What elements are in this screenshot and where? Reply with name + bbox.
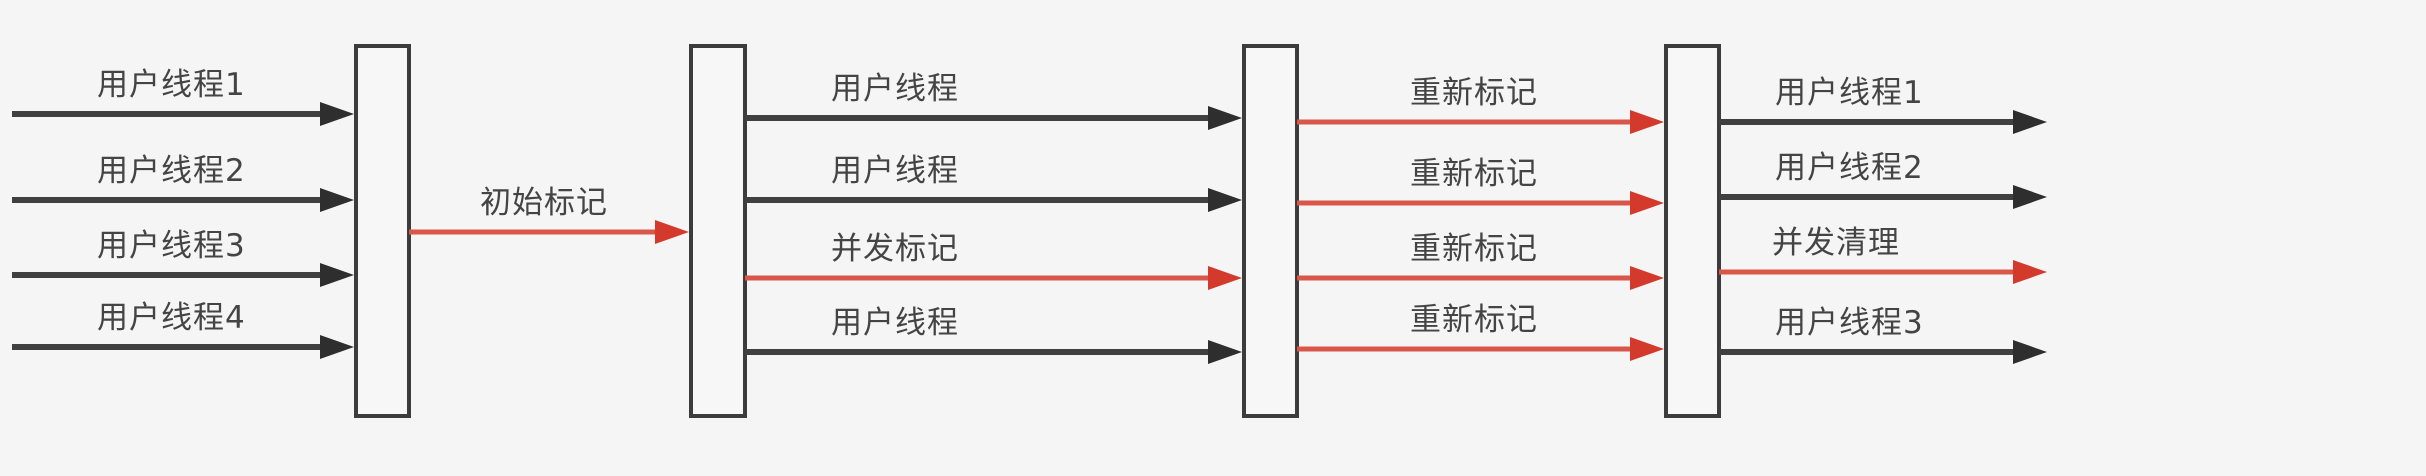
arrowhead-icon (1630, 191, 1664, 215)
user-thread-label: 用户线程 (831, 153, 959, 189)
gc-phase-label: 重新标记 (1410, 156, 1538, 192)
user-thread-label: 用户线程1 (1775, 75, 1924, 111)
arrowhead-icon (1630, 337, 1664, 361)
stage-concurrent-sweep (1719, 110, 2047, 364)
arrowhead-icon (1630, 110, 1664, 134)
user-thread-label: 用户线程2 (97, 153, 246, 189)
arrowhead-icon (2013, 185, 2047, 209)
user-thread-label: 用户线程 (831, 71, 959, 107)
stage-user-threads-in (12, 102, 354, 359)
user-thread-label: 用户线程3 (97, 228, 246, 264)
arrowhead-icon (1208, 340, 1242, 364)
arrowhead-icon (320, 102, 354, 126)
arrowhead-icon (1208, 188, 1242, 212)
stage-concurrent-mark (745, 106, 1242, 364)
barrier-4 (1664, 44, 1721, 418)
arrowhead-icon (320, 335, 354, 359)
user-thread-label: 用户线程2 (1775, 150, 1924, 186)
barrier-1 (354, 44, 411, 418)
gc-phase-label: 初始标记 (480, 185, 608, 221)
user-thread-label: 用户线程 (831, 305, 959, 341)
stage-initial-mark (409, 220, 689, 244)
arrowhead-icon (2013, 260, 2047, 284)
user-thread-label: 用户线程3 (1775, 305, 1924, 341)
user-thread-label: 用户线程4 (97, 300, 246, 336)
stage-remark (1297, 110, 1664, 361)
gc-phase-label: 并发标记 (831, 231, 959, 267)
arrowhead-icon (2013, 110, 2047, 134)
barrier-3 (1242, 44, 1299, 418)
arrowhead-icon (1630, 266, 1664, 290)
gc-phase-label: 并发清理 (1772, 225, 1900, 261)
gc-phase-label: 重新标记 (1410, 75, 1538, 111)
arrowhead-icon (2013, 340, 2047, 364)
arrowhead-icon (1208, 106, 1242, 130)
arrowhead-icon (320, 263, 354, 287)
user-thread-label: 用户线程1 (97, 67, 246, 103)
gc-phase-label: 重新标记 (1410, 302, 1538, 338)
arrowhead-icon (655, 220, 689, 244)
gc-phase-label: 重新标记 (1410, 231, 1538, 267)
arrowhead-icon (320, 188, 354, 212)
arrowhead-icon (1208, 266, 1242, 290)
barrier-2 (689, 44, 747, 418)
